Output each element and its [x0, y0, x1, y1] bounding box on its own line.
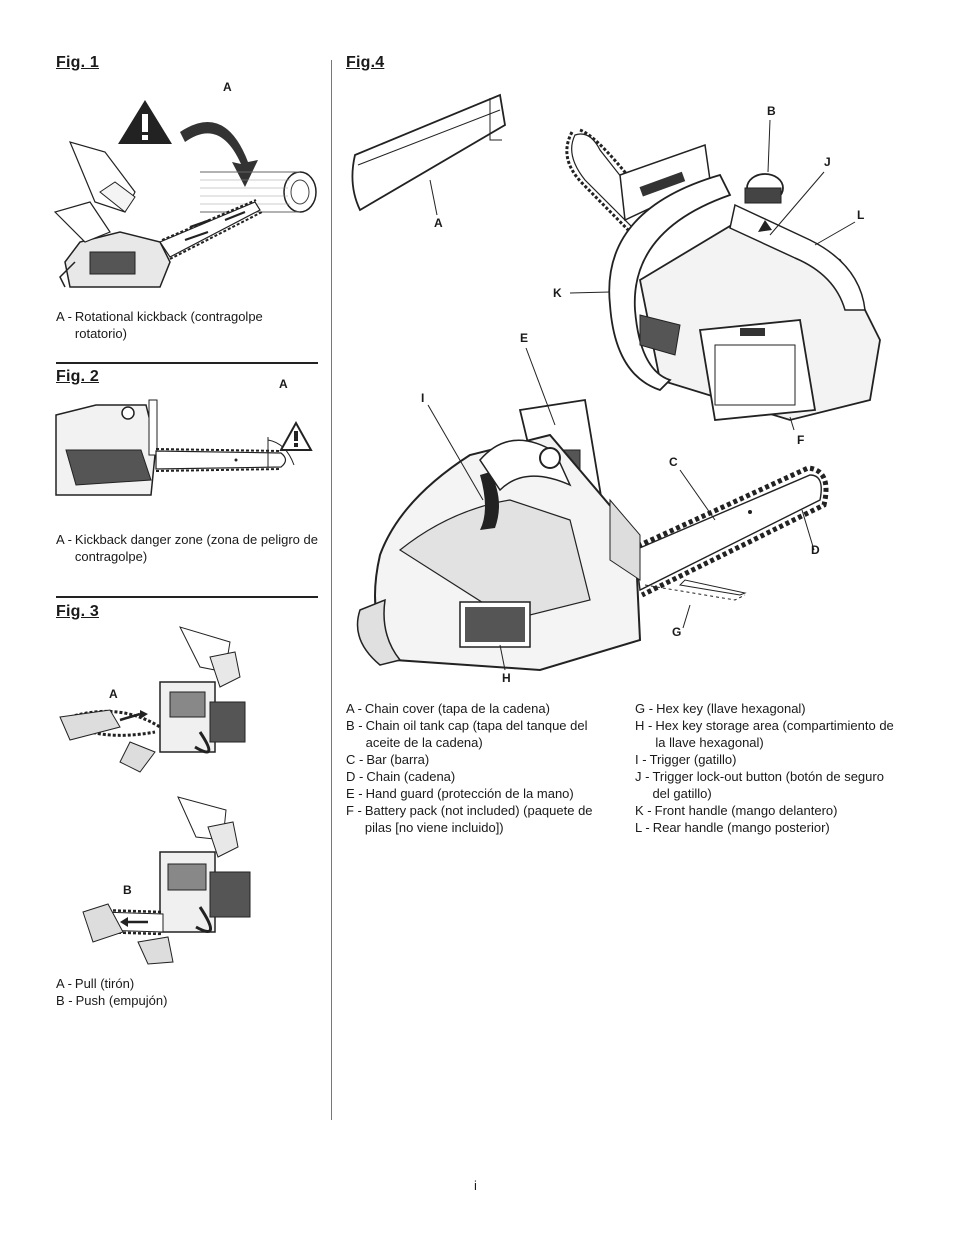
legend-item: B - Push (empujón) [56, 993, 168, 1008]
fig4-callout-h: H [502, 671, 511, 685]
legend-item: F -Battery pack (not included) (paquete … [346, 803, 593, 835]
fig3-legend: A - Pull (tirón) B - Push (empujón) [56, 975, 318, 1009]
legend-item: B -Chain oil tank cap (tapa del tanque d… [346, 718, 588, 750]
legend-item: D -Chain (cadena) [346, 769, 456, 784]
legend-item: C -Bar (barra) [346, 752, 430, 767]
legend-item: H -Hex key storage area (compartimiento … [635, 718, 894, 750]
fig4-legend-right: G -Hex key (llave hexagonal) H -Hex key … [635, 700, 897, 836]
legend-item: E -Hand guard (protección de la mano) [346, 786, 574, 801]
fig2-illustration [55, 399, 313, 496]
fig4-callout-i: I [421, 391, 425, 405]
fig4-callout-l: L [857, 208, 865, 222]
column-divider [331, 60, 332, 1120]
legend-item: A - Pull (tirón) [56, 976, 135, 991]
saw-front-view [356, 398, 829, 672]
chain-cover [351, 93, 506, 212]
fig4-legend-left: A -Chain cover (tapa de la cadena) B -Ch… [346, 700, 614, 836]
fig1-callout-a: A [223, 80, 232, 94]
fig4-callout-c: C [669, 455, 678, 469]
fig4-illustration [351, 93, 881, 672]
fig3-callout-a: A [109, 687, 118, 701]
fig4-title: Fig.4 [346, 54, 385, 71]
fig2-title: Fig. 2 [56, 368, 99, 385]
warning-icon [118, 100, 172, 144]
fig4-callout-g: G [672, 625, 682, 639]
legend-item: I -Trigger (gatillo) [635, 752, 737, 767]
legend-item: A - Kickback danger zone (zona de peligr… [56, 532, 318, 564]
fig4-callout-j: J [824, 155, 831, 169]
fig3-callout-b: B [123, 883, 132, 897]
legend-item: A -Chain cover (tapa de la cadena) [346, 701, 550, 716]
fig4-callout-a: A [434, 216, 443, 230]
legend-item: A - Rotational kickback (contragolpe rot… [56, 309, 263, 341]
legend-item: J -Trigger lock-out button (botón de seg… [635, 769, 884, 801]
page-number: i [474, 1178, 477, 1193]
saw-rear-view [565, 128, 881, 421]
fig2-legend: A - Kickback danger zone (zona de peligr… [56, 531, 318, 565]
legend-item: K -Front handle (mango delantero) [635, 803, 838, 818]
fig3-illustration-b [82, 796, 251, 965]
fig3-illustration-a [59, 626, 246, 773]
legend-item: G -Hex key (llave hexagonal) [635, 701, 806, 716]
fig4-callout-f: F [797, 433, 805, 447]
legend-item: L -Rear handle (mango posterior) [635, 820, 830, 835]
fig4-callout-b: B [767, 104, 776, 118]
warning-icon [279, 420, 313, 451]
fig4-callout-d: D [811, 543, 820, 557]
divider [56, 596, 318, 598]
fig4-callout-k: K [553, 286, 562, 300]
fig2-callout-a: A [279, 377, 288, 391]
fig1-legend: A - Rotational kickback (contragolpe rot… [56, 308, 318, 342]
fig1-title: Fig. 1 [56, 54, 99, 71]
fig4-callout-e: E [520, 331, 529, 345]
divider [56, 362, 318, 364]
fig3-title: Fig. 3 [56, 603, 99, 620]
fig1-illustration [53, 100, 317, 288]
